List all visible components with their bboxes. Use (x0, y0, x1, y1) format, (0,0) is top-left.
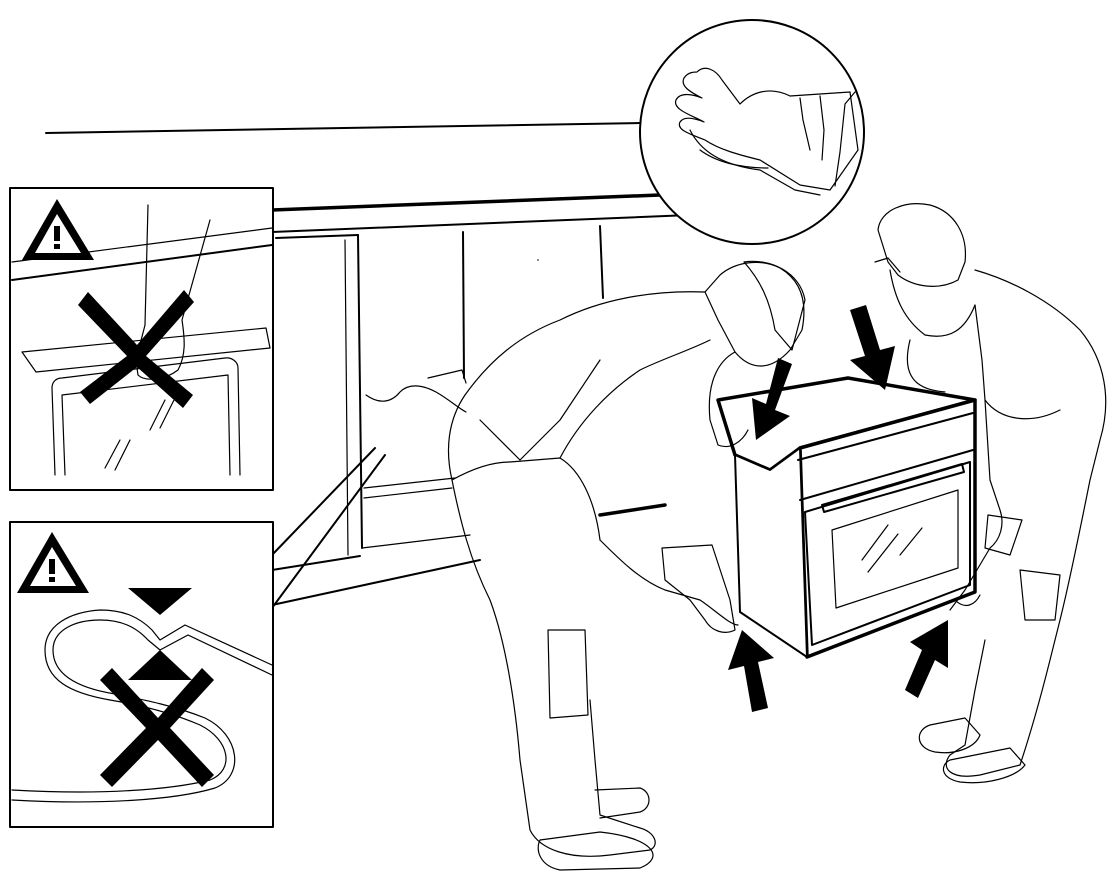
arrow-down-icon (850, 305, 895, 390)
warning-panel-cable (10, 448, 385, 827)
arrow-up-icon (728, 630, 774, 712)
gloves-callout (640, 20, 864, 244)
warning-panel-handle (10, 188, 273, 490)
arrow-up-icon (905, 620, 948, 698)
